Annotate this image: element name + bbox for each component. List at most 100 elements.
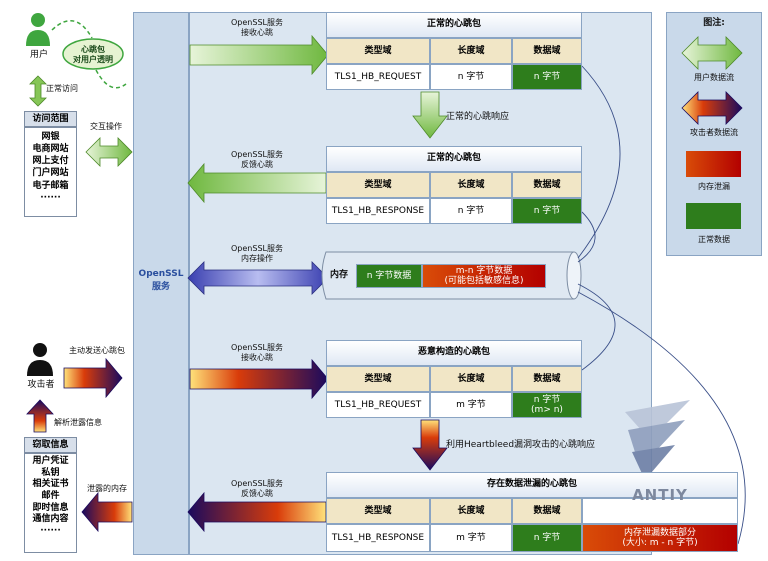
flow-label-reply-line1: OpenSSL服务 — [231, 150, 283, 159]
flow-arrow-receive2 — [189, 358, 329, 400]
normal-response-arrow — [412, 91, 448, 139]
memory-data-mn: m-n 字节数据 (可能包括敏感信息) — [422, 264, 546, 288]
access-item: ······ — [40, 192, 61, 203]
access-item: 网银 — [41, 132, 60, 142]
user-access-arrow — [29, 75, 47, 107]
bubble-text-line2: 对用户透明 — [73, 55, 113, 64]
memory-label: 内存 — [330, 270, 349, 280]
field-data-header: 数据域 — [512, 366, 582, 392]
normal-response-label: 正常的心跳响应 — [446, 112, 510, 122]
flow-label-receive2-line2: 接收心跳 — [241, 353, 273, 362]
memory-data-n: n 字节数据 — [356, 264, 422, 288]
packet-malicious-data-line1: n 字节 — [533, 394, 561, 405]
bubble-dashed-arc — [51, 20, 93, 39]
packet-leak-data: n 字节 — [512, 524, 582, 552]
flow-label-memory-line1: OpenSSL服务 — [231, 244, 283, 253]
packet-normal-response-length: n 字节 — [430, 198, 512, 224]
memory-data-mn-line1: m-n 字节数据 — [455, 265, 513, 276]
flow-label-receive-line1: OpenSSL服务 — [231, 18, 283, 27]
flow-label-memory: OpenSSL服务 内存操作 — [212, 244, 302, 264]
heartbeat-bubble — [62, 38, 124, 70]
flow-label-memory-line2: 内存操作 — [241, 254, 273, 263]
packet-normal-request-data: n 字节 — [512, 64, 582, 90]
flow-label-reply2-line1: OpenSSL服务 — [231, 479, 283, 488]
packet-leak-title: 存在数据泄漏的心跳包 — [326, 472, 738, 498]
packet-leak-memory: 内存泄漏数据部分 (大小: m - n 字节) — [582, 524, 738, 552]
access-scope-title: 访问范围 — [24, 111, 77, 127]
legend-user-flow-label: 用户数据流 — [694, 73, 734, 82]
stolen-info-title: 窃取信息 — [24, 437, 77, 453]
leaked-memory-arrow — [81, 491, 133, 533]
access-item: 电商网站 — [32, 144, 69, 155]
flow-arrow-receive — [189, 34, 329, 76]
legend-title: 图注: — [703, 18, 725, 28]
packet-normal-response-data: n 字节 — [512, 198, 582, 224]
connector-memory-to-leak — [577, 291, 746, 545]
packet-normal-response-type: TLS1_HB_RESPONSE — [326, 198, 430, 224]
packet-malicious-data: n 字节 (m> n) — [512, 392, 582, 418]
antiy-watermark: ANTIY — [632, 486, 688, 504]
access-item: 网上支付 — [32, 156, 69, 167]
flow-arrow-reply — [187, 162, 327, 204]
legend-attacker-flow-label: 攻击者数据流 — [690, 128, 738, 137]
field-length-header: 长度域 — [430, 366, 512, 392]
flow-label-receive2: OpenSSL服务 接收心跳 — [212, 343, 302, 363]
field-data-header: 数据域 — [512, 172, 582, 198]
packet-leak-length: m 字节 — [430, 524, 512, 552]
access-item: 电子邮箱 — [32, 180, 69, 191]
connector-response-to-memory — [577, 211, 596, 263]
legend-user-flow-arrow — [681, 36, 743, 70]
field-type-header: 类型域 — [326, 38, 430, 64]
field-length-header: 长度域 — [430, 38, 512, 64]
connector-request-to-memory — [577, 65, 621, 259]
leaked-memory-label: 泄露的内存 — [87, 484, 127, 493]
legend-normal-data-label: 正常数据 — [698, 235, 730, 244]
stolen-item: 即时信息 — [32, 502, 69, 513]
flow-label-reply: OpenSSL服务 反馈心跳 — [212, 150, 302, 170]
packet-leak-memory-line1: 内存泄漏数据部分 — [623, 527, 696, 538]
flow-label-reply2: OpenSSL服务 反馈心跳 — [212, 479, 302, 499]
attacker-send-arrow — [63, 357, 123, 399]
stolen-item: 邮件 — [41, 491, 60, 502]
field-leak-header-blank — [582, 498, 738, 524]
openssl-label: OpenSSL 服务 — [133, 268, 189, 293]
interaction-arrow — [85, 137, 133, 167]
packet-leak-type: TLS1_HB_RESPONSE — [326, 524, 430, 552]
stolen-item: 通信内容 — [32, 514, 69, 525]
attacker-icon — [27, 343, 53, 376]
packet-malicious-length: m 字节 — [430, 392, 512, 418]
flow-label-reply2-line2: 反馈心跳 — [241, 489, 273, 498]
flow-label-receive2-line1: OpenSSL服务 — [231, 343, 283, 352]
openssl-label-line2: 服务 — [151, 281, 170, 292]
legend-memory-leak-label: 内存泄漏 — [698, 182, 730, 191]
heartbeat-bubble-text: 心跳包 对用户透明 — [63, 45, 123, 65]
access-scope-list: 网银 电商网站 网上支付 门户网站 电子邮箱 ······ — [24, 127, 77, 217]
bubble-text-line1: 心跳包 — [81, 45, 105, 54]
attacker-parse-arrow — [26, 399, 54, 433]
user-label: 用户 — [29, 50, 48, 60]
attacker-parse-label: 解析泄露信息 — [54, 418, 102, 427]
legend-normal-data-swatch — [686, 203, 741, 229]
packet-malicious-type: TLS1_HB_REQUEST — [326, 392, 430, 418]
normal-access-label: 正常访问 — [46, 84, 78, 93]
packet-normal-request-title: 正常的心跳包 — [326, 12, 582, 38]
openssl-label-line1: OpenSSL — [138, 269, 184, 279]
memory-cylinder-cap — [566, 251, 582, 300]
packet-malicious-data-line2: (m> n) — [531, 405, 563, 415]
access-item: 门户网站 — [32, 168, 69, 179]
flow-label-reply-line2: 反馈心跳 — [241, 160, 273, 169]
packet-malicious-title: 恶意构造的心跳包 — [326, 340, 582, 366]
stolen-item: 私钥 — [41, 467, 60, 478]
interaction-label: 交互操作 — [90, 122, 122, 131]
attacker-label: 攻击者 — [27, 380, 55, 390]
field-type-header: 类型域 — [326, 498, 430, 524]
legend-attacker-flow-arrow — [681, 91, 743, 125]
bubble-dashed-arc-2 — [95, 69, 127, 89]
packet-normal-response-title: 正常的心跳包 — [326, 146, 582, 172]
stolen-item: ······ — [40, 526, 61, 537]
packet-leak-memory-line2: (大小: m - n 字节) — [622, 538, 698, 548]
packet-normal-request-length: n 字节 — [430, 64, 512, 90]
user-icon — [26, 13, 50, 46]
field-type-header: 类型域 — [326, 366, 430, 392]
flow-label-receive-line2: 接收心跳 — [241, 28, 273, 37]
